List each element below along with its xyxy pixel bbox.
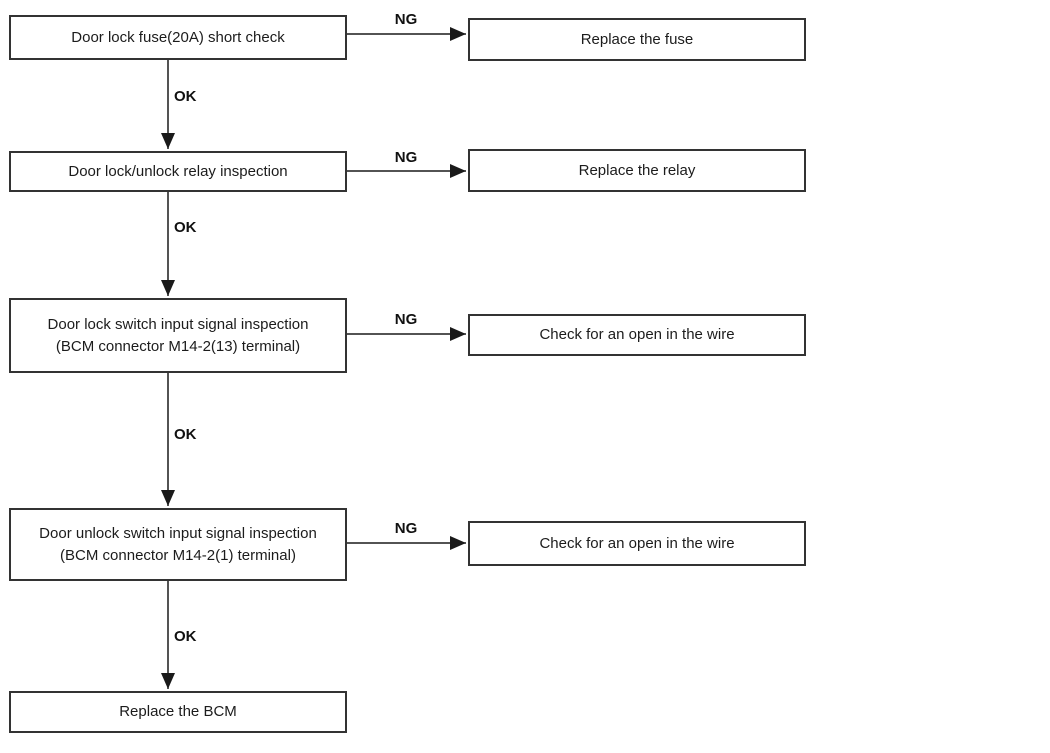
ok-label: OK <box>174 426 197 443</box>
ng-label: NG <box>394 520 418 537</box>
step-box-lock-switch-signal-inspection: Door lock switch input signal inspection… <box>9 298 347 373</box>
ok-label: OK <box>174 219 197 236</box>
step-box-fuse-short-check: Door lock fuse(20A) short check <box>9 15 347 60</box>
ng-label: NG <box>394 311 418 328</box>
ng-label: NG <box>394 149 418 166</box>
action-box-check-open-wire-lock: Check for an open in the wire <box>468 314 806 356</box>
ok-label: OK <box>174 88 197 105</box>
ng-label: NG <box>394 11 418 28</box>
action-box-replace-fuse: Replace the fuse <box>468 18 806 61</box>
action-box-check-open-wire-unlock: Check for an open in the wire <box>468 521 806 566</box>
ok-label: OK <box>174 628 197 645</box>
step-box-unlock-switch-signal-inspection: Door unlock switch input signal inspecti… <box>9 508 347 581</box>
step-box-relay-inspection: Door lock/unlock relay inspection <box>9 151 347 192</box>
step-box-replace-bcm: Replace the BCM <box>9 691 347 733</box>
action-box-replace-relay: Replace the relay <box>468 149 806 192</box>
